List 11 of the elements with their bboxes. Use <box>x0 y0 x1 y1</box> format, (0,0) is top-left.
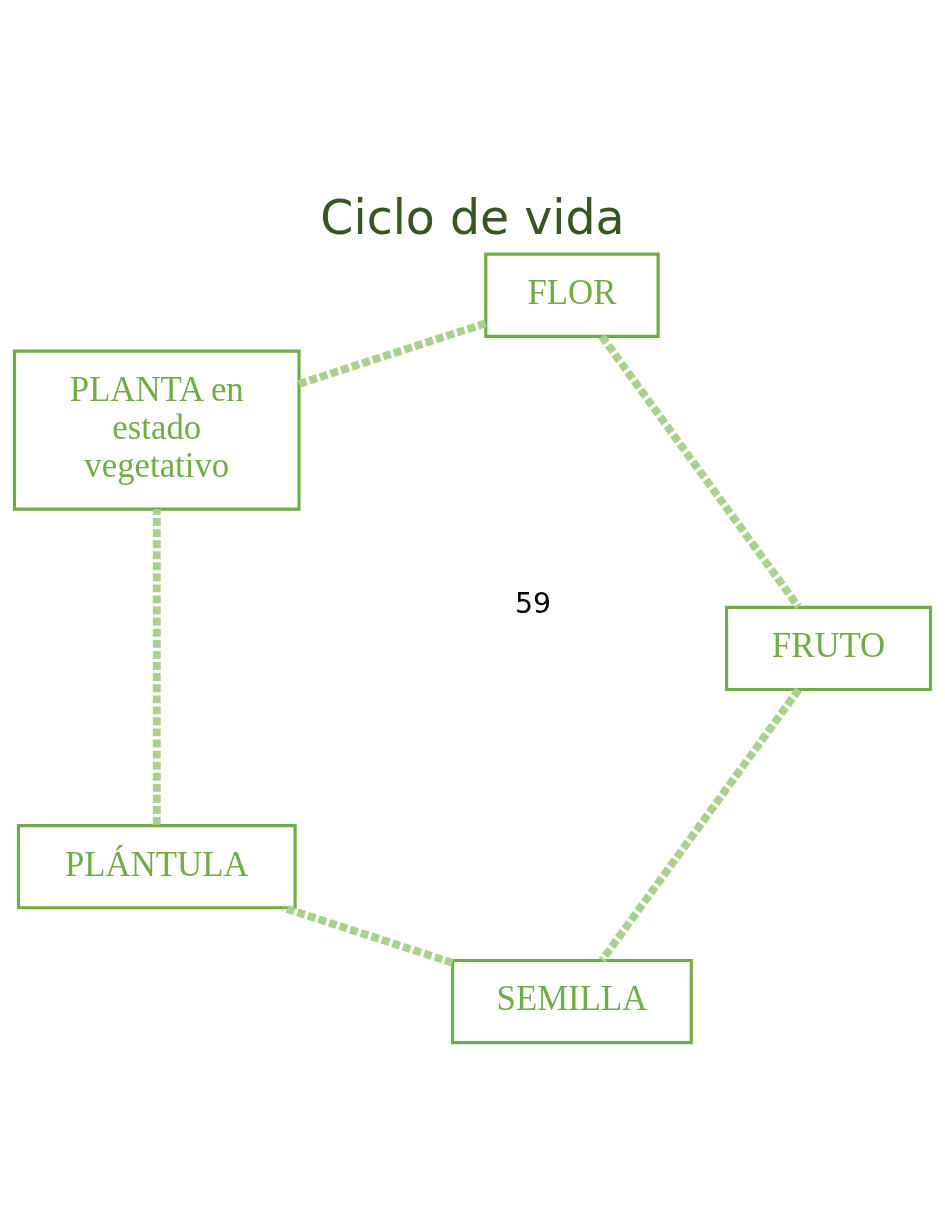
connector <box>598 687 802 963</box>
connector <box>282 904 454 967</box>
node-box: SEMILLA <box>451 958 693 1045</box>
node-box: FLOR <box>484 252 660 338</box>
node-box: FRUTO <box>725 605 933 692</box>
node-box: PLANTA en estado vegetativo <box>12 349 301 511</box>
connector <box>297 319 487 388</box>
node-box: PLÁNTULA <box>16 824 297 910</box>
diagram-title: Ciclo de vida <box>320 189 625 245</box>
connector <box>598 334 802 610</box>
label: 59 <box>514 586 552 620</box>
